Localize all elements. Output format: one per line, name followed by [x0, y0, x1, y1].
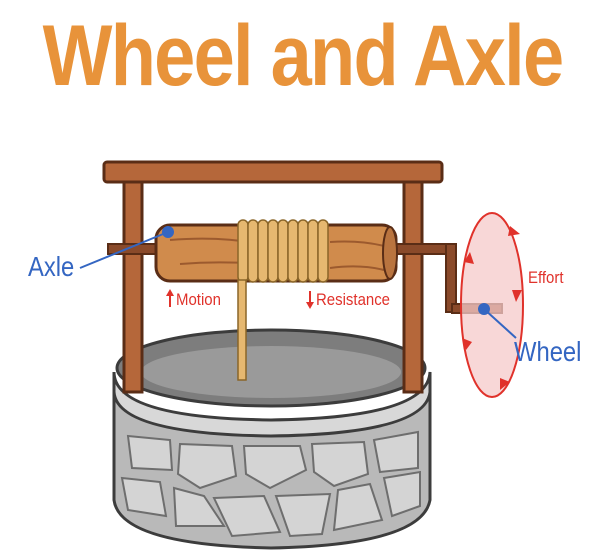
axle-label: Axle: [28, 251, 75, 282]
motion-arrow: [166, 289, 174, 307]
top-beam: [102, 160, 444, 184]
wheel-leader-line: [483, 308, 517, 339]
left-post: [122, 168, 144, 394]
crank-arm: [445, 243, 457, 313]
well-stones: [120, 430, 421, 538]
page-title: Wheel and Axle: [42, 8, 565, 104]
rope-coil: [237, 219, 329, 283]
wheel-label: Wheel: [514, 336, 582, 367]
well-rim: [112, 371, 432, 438]
resistance-arrow: [306, 291, 314, 309]
rotation-arrows: [462, 226, 522, 390]
effort-label: Effort: [528, 268, 564, 287]
right-post: [402, 168, 424, 394]
well-water: [141, 346, 401, 398]
resistance-label: Resistance: [316, 290, 391, 309]
motion-label: Motion: [176, 290, 221, 309]
axle-leader-line: [79, 231, 169, 269]
wheel-path: [460, 212, 524, 398]
hanging-rope: [237, 279, 247, 381]
